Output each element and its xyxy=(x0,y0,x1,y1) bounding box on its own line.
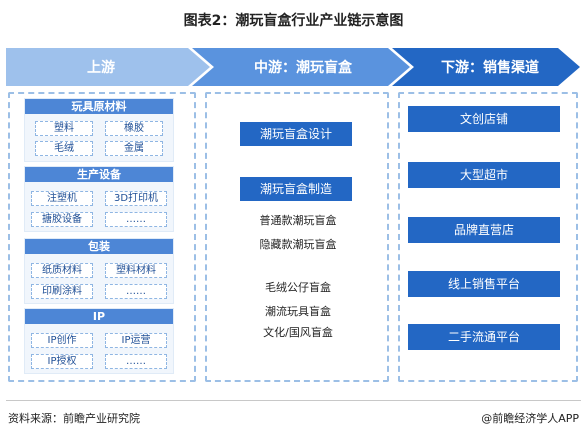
upstream-item: IP运营 xyxy=(105,333,167,348)
upstream-panel xyxy=(8,92,196,382)
downstream-channel: 二手流通平台 xyxy=(408,324,560,350)
upstream-item: 金属 xyxy=(105,141,163,156)
upstream-item: 橡胶 xyxy=(105,121,163,136)
upstream-item: …… xyxy=(105,354,167,369)
upstream-item: …… xyxy=(105,212,167,227)
upstream-item: 印刷涂料 xyxy=(31,284,93,299)
upstream-group-materials: 玩具原材料 塑料 橡胶 毛绒 金属 xyxy=(24,98,174,162)
midstream-panel xyxy=(205,92,389,382)
stage-upstream-label: 上游 xyxy=(87,60,115,76)
upstream-item: 3D打印机 xyxy=(105,191,167,206)
group-title: IP xyxy=(25,309,173,324)
upstream-group-packaging: 包装 纸质材料 塑料材料 印刷涂料 …… xyxy=(24,238,174,304)
stage-upstream-header: 上游 xyxy=(6,48,210,86)
upstream-item: 纸质材料 xyxy=(31,263,93,278)
group-title: 生产设备 xyxy=(25,167,173,182)
brand-credit: @前瞻经济学人APP xyxy=(481,412,579,425)
downstream-panel xyxy=(398,92,578,382)
downstream-channel: 线上销售平台 xyxy=(408,271,560,297)
upstream-item: 搪胶设备 xyxy=(31,212,93,227)
upstream-group-equipment: 生产设备 注塑机 3D打印机 搪胶设备 …… xyxy=(24,166,174,232)
midstream-manufacture-box: 潮玩盲盒制造 xyxy=(240,177,352,201)
downstream-channel: 大型超市 xyxy=(408,162,560,188)
upstream-item: …… xyxy=(105,284,167,299)
upstream-item: 塑料 xyxy=(35,121,93,136)
upstream-group-ip: IP IP创作 IP运营 IP授权 …… xyxy=(24,308,174,374)
stage-downstream-header: 下游：销售渠道 xyxy=(392,48,580,86)
midstream-type: 毛绒公仔盲盒 xyxy=(265,281,331,294)
stage-midstream-header: 中游：潮玩盲盒 xyxy=(192,48,410,86)
group-title: 玩具原材料 xyxy=(25,99,173,114)
footer-divider xyxy=(6,400,581,401)
midstream-design-box: 潮玩盲盒设计 xyxy=(240,122,352,146)
upstream-item: IP授权 xyxy=(31,354,93,369)
upstream-item: IP创作 xyxy=(31,333,93,348)
midstream-type: 潮流玩具盲盒 xyxy=(265,305,331,318)
upstream-item: 塑料材料 xyxy=(105,263,167,278)
upstream-item: 毛绒 xyxy=(35,141,93,156)
midstream-type: 普通款潮玩盲盒 xyxy=(259,214,337,227)
downstream-channel: 品牌直营店 xyxy=(408,217,560,243)
stage-downstream-label: 下游：销售渠道 xyxy=(441,60,539,76)
downstream-channel: 文创店铺 xyxy=(408,106,560,132)
source-note: 资料来源：前瞻产业研究院 xyxy=(8,412,140,425)
upstream-item: 注塑机 xyxy=(31,191,93,206)
page-title: 图表2：潮玩盲盒行业产业链示意图 xyxy=(183,13,404,29)
stage-midstream-label: 中游：潮玩盲盒 xyxy=(254,60,352,76)
midstream-type: 文化/国风盲盒 xyxy=(263,326,333,339)
group-title: 包装 xyxy=(25,239,173,254)
midstream-type: 隐藏款潮玩盲盒 xyxy=(259,238,337,251)
